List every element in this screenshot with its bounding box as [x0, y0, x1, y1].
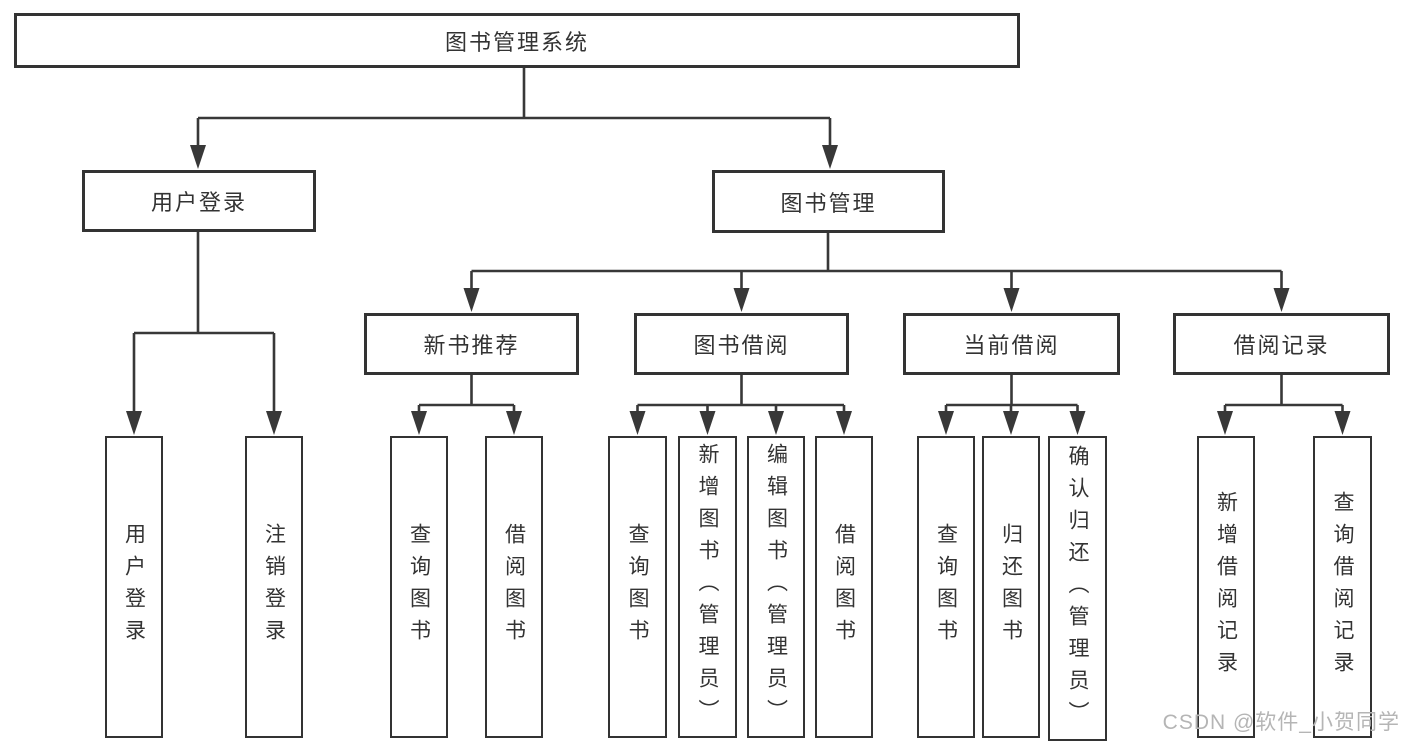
node-label: 图书管理 [780, 190, 877, 216]
leaf-label: 编辑图书（管理员） [764, 443, 788, 731]
leaf-add-borrow-record: 新增借阅记录 [1197, 436, 1255, 738]
node-label: 新书推荐 [423, 333, 520, 358]
leaf-label: 查询图书 [626, 523, 649, 651]
node-new-book-recommend: 新书推荐 [364, 313, 579, 375]
node-borrowing-records: 借阅记录 [1173, 313, 1390, 375]
leaf-search-books-recommend: 查询图书 [390, 436, 448, 738]
leaf-label: 新增图书（管理员） [696, 443, 719, 731]
leaf-label: 用户登录 [122, 523, 146, 651]
leaf-borrow-books: 借阅图书 [815, 436, 873, 738]
leaf-label: 借阅图书 [502, 523, 526, 651]
leaf-label: 查询借阅记录 [1331, 491, 1354, 683]
node-label: 当前借阅 [963, 333, 1060, 358]
node-label: 图书管理系统 [444, 29, 589, 55]
leaf-label: 查询图书 [407, 523, 431, 651]
leaf-search-books-current: 查询图书 [917, 436, 975, 738]
node-label: 用户登录 [150, 190, 247, 215]
node-book-management: 图书管理 [712, 170, 945, 233]
leaf-add-books-admin: 新增图书（管理员） [678, 436, 737, 738]
leaf-label: 查询图书 [934, 523, 958, 651]
leaf-user-login: 用户登录 [105, 436, 163, 738]
node-user-login: 用户登录 [82, 170, 316, 232]
node-label: 图书借阅 [693, 333, 790, 358]
leaf-search-books-borrow: 查询图书 [608, 436, 667, 738]
leaf-label: 借阅图书 [832, 523, 856, 651]
leaf-search-borrow-record: 查询借阅记录 [1313, 436, 1372, 738]
leaf-edit-books-admin: 编辑图书（管理员） [747, 436, 805, 738]
leaf-borrow-books-recommend: 借阅图书 [485, 436, 543, 738]
leaf-return-books: 归还图书 [982, 436, 1040, 738]
node-book-borrowing: 图书借阅 [634, 313, 849, 375]
leaf-label: 归还图书 [999, 523, 1023, 651]
leaf-label: 注销登录 [262, 523, 286, 651]
leaf-label: 确认归还（管理员） [1066, 444, 1089, 733]
node-label: 借阅记录 [1233, 333, 1330, 358]
leaf-label: 新增借阅记录 [1214, 491, 1238, 683]
leaf-confirm-return-admin: 确认归还（管理员） [1048, 436, 1107, 741]
node-library-management-system: 图书管理系统 [14, 13, 1020, 68]
watermark: CSDN @软件_小贺同学 [1162, 711, 1400, 734]
leaf-logout: 注销登录 [245, 436, 303, 738]
node-current-borrowing: 当前借阅 [903, 313, 1120, 375]
